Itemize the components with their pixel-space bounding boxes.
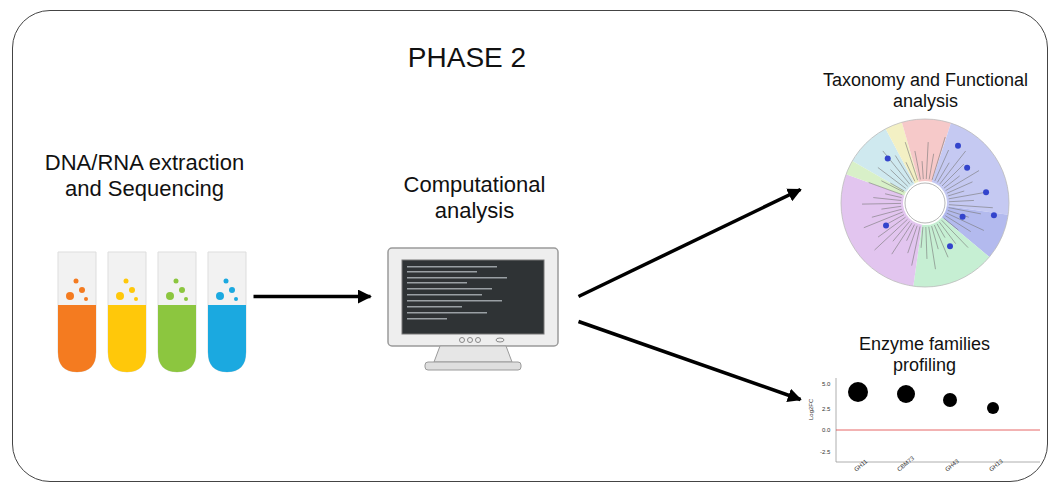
axis-tick: 0.0	[822, 427, 830, 433]
dot-plot	[836, 378, 1040, 462]
flow-arrow	[254, 295, 371, 299]
flow-arrow	[579, 322, 801, 400]
category-label: GH13	[988, 458, 1004, 473]
taxonomy-result: Taxonomy and Functional analysis	[805, 70, 1047, 292]
axis-tick: -2.5	[820, 449, 830, 455]
computation-step: Computational analysis	[375, 172, 575, 375]
category-label: GH43	[944, 458, 960, 473]
phase-frame: PHASE 2DNA/RNA extraction and Sequencing…	[12, 10, 1048, 482]
category-label: CBM73	[896, 455, 915, 472]
category-label: GH11	[853, 458, 869, 472]
test-tubes	[58, 252, 246, 372]
axis-tick: 2.5	[822, 406, 830, 412]
step-label: DNA/RNA extraction and Sequencing	[45, 150, 245, 203]
extraction-step: DNA/RNA extraction and Sequencing	[40, 150, 250, 375]
computer-monitor	[388, 248, 558, 370]
step-label: Computational analysis	[380, 172, 570, 225]
flow-arrow	[579, 190, 801, 297]
axis-tick: 5.0	[822, 381, 830, 387]
enzyme-result: Enzyme families profiling	[805, 334, 1045, 474]
step-label: Taxonomy and Functional analysis	[806, 70, 1046, 113]
cladogram	[841, 119, 1009, 287]
step-label: Enzyme families profiling	[840, 334, 1010, 377]
axis-title: Log2FC	[808, 399, 814, 420]
